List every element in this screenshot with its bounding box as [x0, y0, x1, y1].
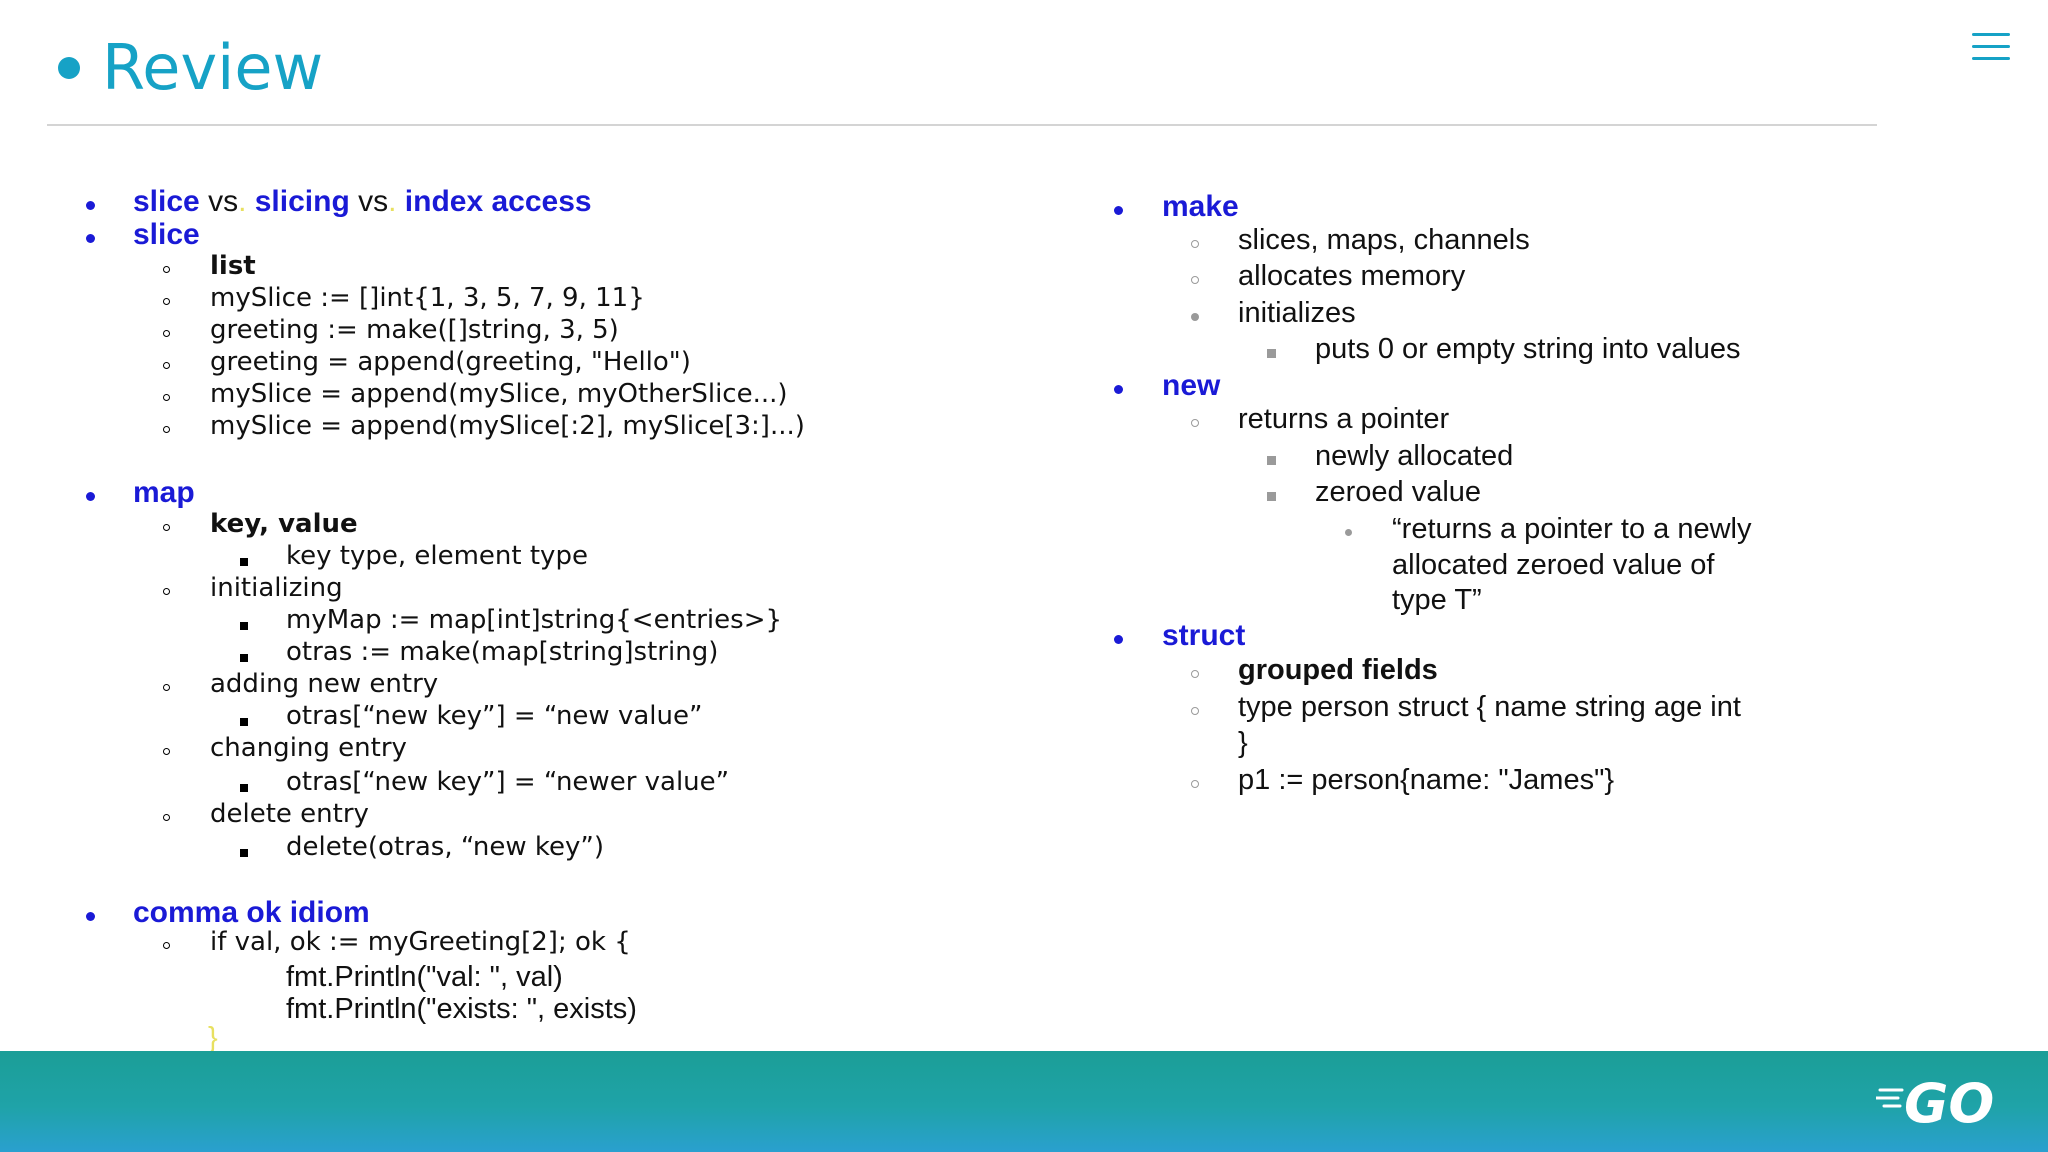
title-text: Review	[102, 31, 324, 104]
sub-bullet	[1191, 707, 1199, 715]
list-item: if val, ok := myGreeting[2]; ok {	[210, 927, 631, 957]
list-item: initializing	[210, 573, 343, 603]
bullet	[86, 492, 95, 501]
list-item: newly allocated	[1315, 440, 1514, 472]
footer-band	[0, 1051, 2048, 1152]
sub-sub-bullet	[240, 622, 248, 630]
list-item: delete entry	[210, 799, 369, 829]
sub-bullet	[163, 748, 170, 755]
code-line: fmt.Println("val: ", val)	[286, 961, 563, 993]
sub-sub-bullet	[1267, 456, 1276, 465]
quote-line: type T”	[1392, 584, 1482, 616]
sub-bullet	[163, 524, 170, 531]
list-item: mySlice = append(mySlice[:2], mySlice[3:…	[210, 411, 805, 441]
sub-bullet	[1191, 780, 1199, 788]
sub-bullet	[163, 814, 170, 821]
list-item: slices, maps, channels	[1238, 224, 1530, 256]
bullet	[86, 912, 95, 921]
sub-sub-bullet	[1267, 349, 1276, 358]
sub-bullet	[1191, 670, 1199, 678]
sub-bullet	[163, 266, 170, 273]
list-item: }	[1238, 727, 1248, 759]
list-item: adding new entry	[210, 669, 439, 699]
sub-bullet	[163, 426, 170, 433]
title-divider	[47, 124, 1877, 126]
sub-sub-bullet	[240, 558, 248, 566]
vs-text: vs	[199, 185, 239, 218]
hamburger-menu-icon[interactable]	[1972, 33, 2012, 61]
list-item: key, value	[210, 509, 358, 539]
sub-bullet	[163, 298, 170, 305]
list-item: otras[“new key”] = “newer value”	[286, 767, 730, 797]
list-item: grouped fields	[1238, 654, 1438, 686]
list-item: zeroed value	[1315, 476, 1482, 508]
list-item-heading: slice vs. slicing vs. index access	[133, 185, 592, 219]
code-line: }	[208, 1022, 218, 1054]
list-item: type person struct { name string age int	[1238, 691, 1741, 723]
sub-bullet	[1191, 313, 1199, 321]
sub-bullet	[163, 394, 170, 401]
list-item: allocates memory	[1238, 260, 1466, 292]
heading-slicing: slicing	[254, 185, 350, 218]
heading-index-access: index access	[404, 185, 592, 218]
list-item: list	[210, 251, 256, 281]
go-logo-text: GO	[1904, 1072, 1994, 1132]
list-item: otras[“new key”] = “new value”	[286, 701, 703, 731]
sub-bullet	[163, 942, 170, 949]
sub-bullet	[163, 330, 170, 337]
list-item-heading: comma ok idiom	[133, 896, 370, 929]
sub-sub-bullet	[240, 849, 248, 857]
sub-bullet	[1191, 419, 1199, 427]
sub-sub-bullet	[1267, 492, 1276, 501]
list-item-heading: make	[1162, 190, 1239, 223]
list-item-heading: new	[1162, 369, 1221, 402]
go-logo: GO	[1876, 1072, 1994, 1132]
list-item: mySlice := []int{1, 3, 5, 7, 9, 11}	[210, 283, 645, 313]
sub-sub-bullet	[240, 718, 248, 726]
list-item: initializes	[1238, 297, 1356, 329]
bullet	[1114, 635, 1123, 644]
list-item: key type, element type	[286, 541, 588, 571]
sub-bullet	[163, 684, 170, 691]
slide-title: Review	[58, 28, 323, 108]
list-item-heading: slice	[133, 218, 200, 251]
quote-line: “returns a pointer to a newly	[1392, 513, 1752, 545]
list-item: greeting = append(greeting, "Hello")	[210, 347, 691, 377]
bullet	[1114, 206, 1123, 215]
list-item: returns a pointer	[1238, 403, 1450, 435]
code-line: fmt.Println("exists: ", exists)	[286, 993, 637, 1025]
list-item: changing entry	[210, 733, 407, 763]
list-item: otras := make(map[string]string)	[286, 637, 719, 667]
bullet	[1114, 385, 1123, 394]
sub-bullet	[163, 362, 170, 369]
list-item: puts 0 or empty string into values	[1315, 333, 1741, 365]
sub-bullet	[1191, 240, 1199, 248]
bullet	[86, 201, 95, 210]
bullet	[86, 234, 95, 243]
sub-bullet	[1191, 276, 1199, 284]
list-item: mySlice = append(mySlice, myOtherSlice..…	[210, 379, 788, 409]
list-item: greeting := make([]string, 3, 5)	[210, 315, 619, 345]
list-item-heading: map	[133, 476, 195, 509]
vs-text: vs	[349, 185, 389, 218]
title-bullet	[58, 57, 80, 79]
dot-text: .	[238, 185, 255, 218]
list-item-heading: struct	[1162, 619, 1246, 652]
sub-sub-bullet	[240, 784, 248, 792]
dot-text: .	[388, 185, 405, 218]
heading-slice: slice	[133, 185, 200, 218]
list-item: p1 := person{name: "James"}	[1238, 764, 1615, 796]
sub-sub-bullet	[240, 654, 248, 662]
list-item: delete(otras, “new key”)	[286, 832, 605, 862]
sub-bullet	[163, 588, 170, 595]
list-item: myMap := map[int]string{<entries>}	[286, 605, 783, 635]
sub-sub-sub-bullet	[1345, 529, 1352, 536]
quote-line: allocated zeroed value of	[1392, 549, 1715, 581]
